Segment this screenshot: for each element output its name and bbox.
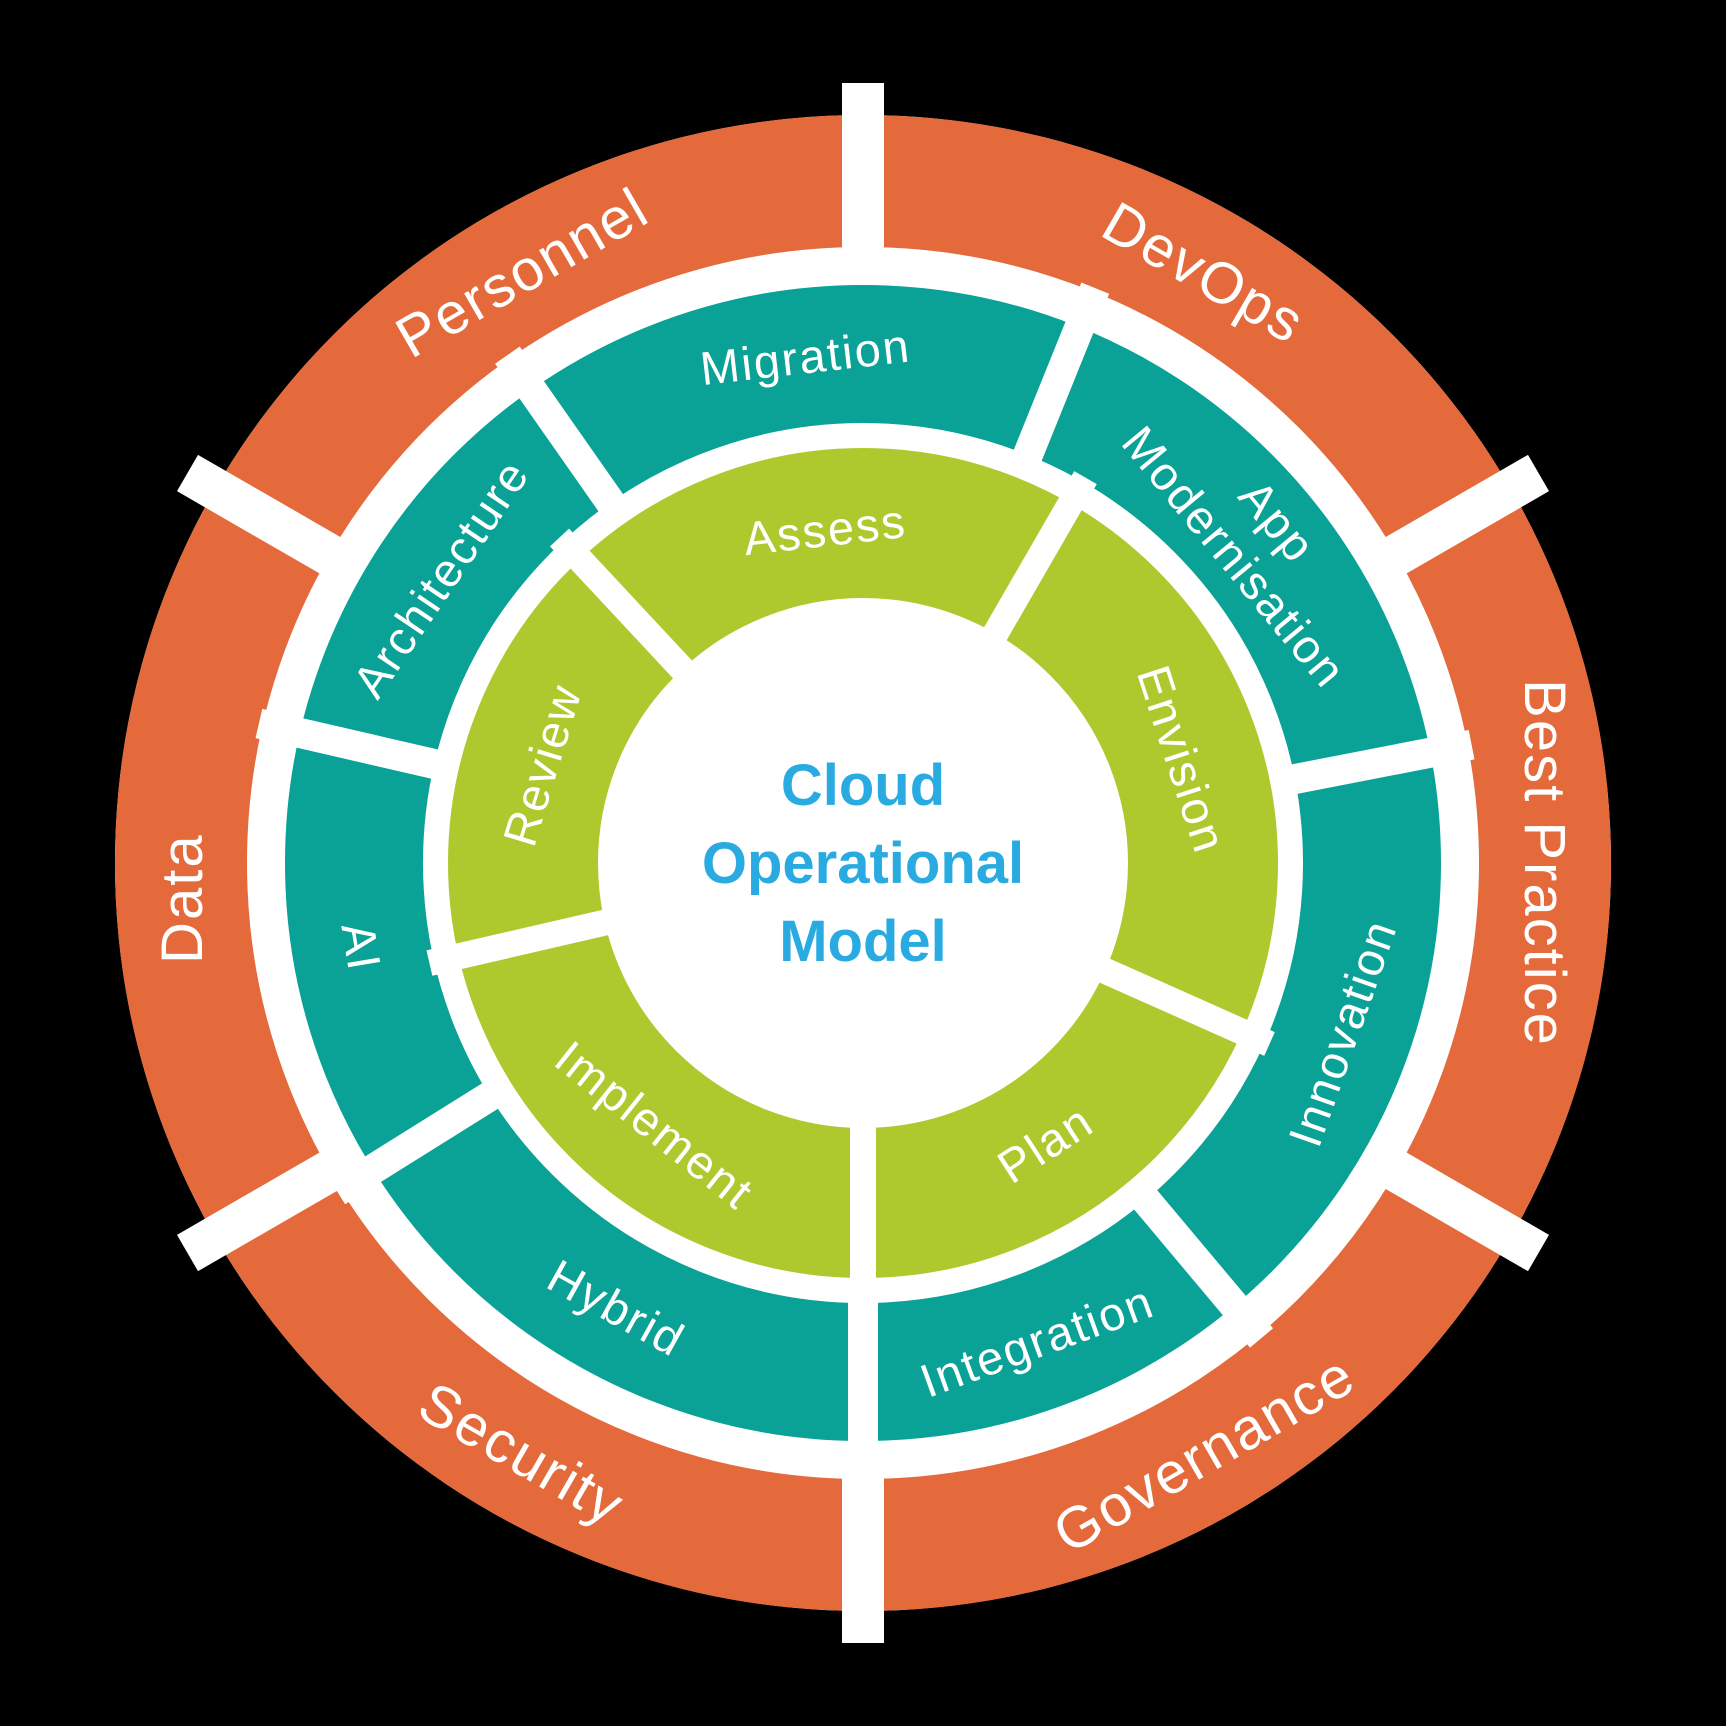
inner-ring-divider-0 (979, 471, 1097, 649)
segment-label-ai: AI (331, 919, 391, 976)
outer-ring-divider-2 (1359, 1137, 1549, 1272)
outer-ring-divider-0 (842, 83, 884, 278)
middle-ring-divider-5 (255, 708, 453, 783)
inner-ring-divider-1 (1090, 954, 1275, 1056)
center-title-line: Operational (702, 831, 1024, 896)
inner-ring-divider-2 (850, 1118, 876, 1308)
segment-label-group-ai: AI (331, 919, 391, 976)
center-title-line: Model (779, 909, 947, 974)
dividers-group (177, 83, 1549, 1643)
outer-ring-divider-1 (1359, 454, 1549, 589)
segment-label-group-best-practice: Best Practice (1512, 679, 1577, 1047)
outer-ring-divider-5 (177, 454, 367, 589)
inner-ring-divider-4 (550, 528, 699, 686)
segment-label-text: Best Practice (1512, 679, 1577, 1047)
segment-label-best-practice: Best Practice (1512, 679, 1577, 1047)
middle-ring-divider-3 (848, 1288, 878, 1483)
middle-ring-divider-2 (1124, 1178, 1274, 1348)
center-title-line: Cloud (781, 753, 945, 818)
segment-label-text: AI (331, 919, 391, 976)
segment-label-group-data: Data (150, 833, 215, 964)
segment-label-text: Data (150, 833, 215, 964)
middle-ring-divider-4 (329, 1075, 511, 1205)
middle-ring-divider-1 (1277, 729, 1475, 797)
outer-ring-divider-4 (177, 1137, 367, 1272)
segment-label-data: Data (150, 833, 215, 964)
middle-ring-divider-6 (495, 346, 632, 524)
inner-ring-divider-3 (426, 907, 618, 976)
middle-ring-divider-0 (1008, 282, 1110, 475)
